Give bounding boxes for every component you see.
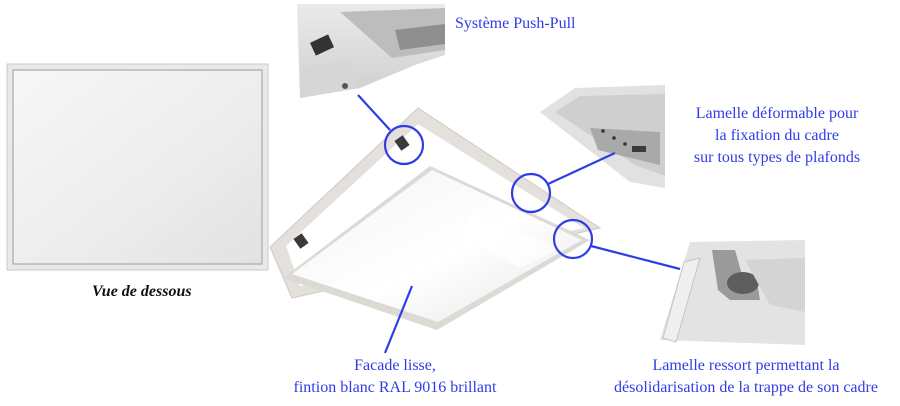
smooth-face-line-1: Facade lisse, [354, 357, 436, 374]
push-pull-callout-circle [383, 124, 425, 166]
underside-view-panel [6, 63, 269, 271]
spring-strip-line-1: Lamelle ressort permettant la [652, 357, 840, 374]
underside-caption: Vue de dessous [92, 283, 192, 300]
smooth-face-label: Facade lisse, fintion blanc RAL 9016 bri… [265, 355, 525, 399]
push-pull-leader-line [357, 94, 391, 131]
spring-strip-callout-circle [552, 218, 594, 260]
spring-strip-detail-photo [660, 240, 805, 345]
hatch-door-face [283, 166, 590, 330]
deformable-strip-leader-line [547, 152, 616, 185]
deformable-strip-callout-circle [510, 172, 552, 214]
smooth-face-line-2: fintion blanc RAL 9016 brillant [293, 379, 497, 396]
deformable-strip-label: Lamelle déformable pour la fixation du c… [672, 103, 882, 169]
push-pull-detail-photo [297, 4, 445, 98]
spring-strip-line-2: désolidarisation de la trappe de son cad… [614, 379, 878, 396]
deformable-strip-line-3: sur tous types de plafonds [693, 149, 861, 166]
smooth-face-leader-line [383, 285, 414, 354]
push-pull-label: Système Push-Pull [455, 15, 576, 32]
spring-strip-label: Lamelle ressort permettant la désolidari… [596, 355, 896, 399]
callout-markers [357, 94, 681, 354]
spring-strip-leader-line [590, 244, 681, 271]
deformable-strip-line-1: Lamelle déformable pour [695, 105, 859, 122]
deformable-strip-line-2: la fixation du cadre [715, 127, 839, 144]
deformable-strip-detail-photo [540, 85, 665, 188]
